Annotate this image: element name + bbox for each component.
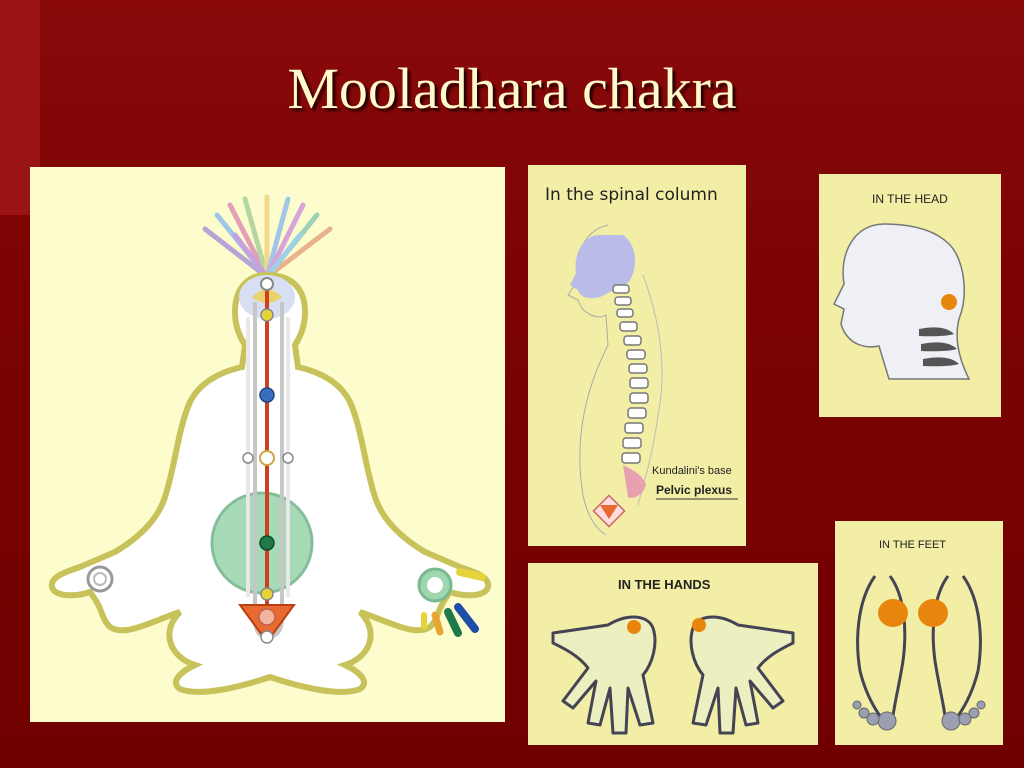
feet-illustration: [852, 575, 986, 731]
hands-panel: IN THE HANDS: [528, 563, 818, 745]
head-illustration: [832, 223, 971, 380]
head-chakra-point-icon: [941, 294, 957, 310]
left-palm-chakra-icon: [627, 620, 641, 634]
feet-heading: IN THE FEET: [879, 539, 947, 551]
hands-heading: IN THE HANDS: [618, 577, 711, 592]
meditating-figure-illustration: [48, 194, 492, 695]
spine-illustration: [567, 224, 738, 536]
spinal-column-heading: In the spinal column: [545, 185, 718, 205]
right-sole-chakra-icon: [918, 599, 948, 627]
root-chakra-square-icon: [592, 494, 626, 528]
vertebrae: [612, 284, 649, 464]
chakra-points: [242, 277, 294, 601]
left-hand-chakra-icon: [86, 565, 114, 593]
kundalini-caption: Kundalini's base: [652, 465, 732, 477]
hands-illustration: [551, 615, 795, 735]
left-sole-chakra-icon: [878, 599, 908, 627]
crown-lotus-icon: [202, 194, 333, 280]
feet-panel: IN THE FEET: [835, 521, 1003, 745]
right-hand-chakra-icon: [417, 567, 486, 637]
pelvic-plexus-caption: Pelvic plexus: [656, 483, 733, 497]
meditation-figure-panel: [30, 167, 505, 722]
head-panel: IN THE HEAD: [819, 174, 1001, 417]
right-palm-chakra-icon: [692, 618, 706, 632]
spinal-column-panel: In the spinal column Kundalini's base Pe: [528, 165, 746, 546]
head-heading: IN THE HEAD: [872, 192, 948, 206]
body-silhouette: [48, 271, 492, 695]
slide-title: Mooladhara chakra: [287, 56, 737, 121]
root-chakra-triangle-icon: [238, 604, 296, 644]
